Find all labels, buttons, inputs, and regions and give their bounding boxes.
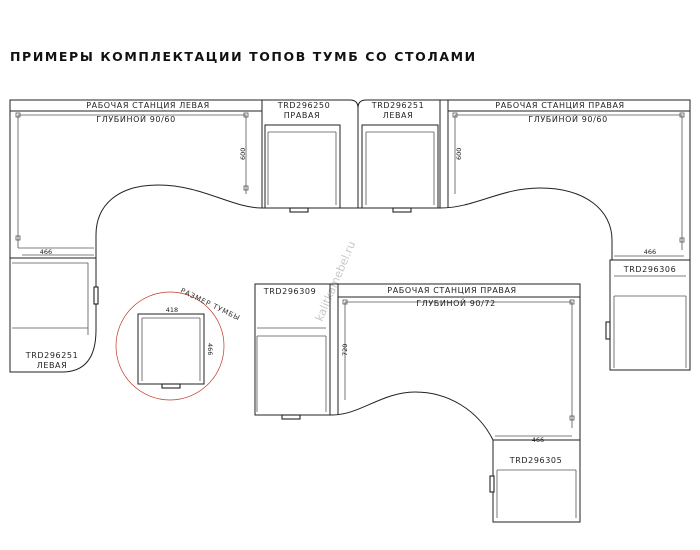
set3-bottom-cabinet (492, 439, 581, 523)
set3-station-label: РАБОЧАЯ СТАНЦИЯ ПРАВАЯ (387, 286, 516, 295)
set2-dim-466: 466 (644, 248, 656, 256)
set1-dim-600: 600 (239, 148, 247, 160)
detail-cabinet (137, 313, 205, 385)
set1-bottom-cabinet (9, 257, 97, 373)
set1-depth-label: ГЛУБИНОЙ 90/60 (96, 113, 176, 124)
page-title: ПРИМЕРЫ КОМПЛЕКТАЦИИ ТОПОВ ТУМБ СО СТОЛА… (10, 49, 477, 64)
set3-bottom-code: TRD296305 (509, 456, 563, 465)
cabinet-size-detail: 418 466 РАЗМЕР ТУМБЫ (115, 287, 242, 401)
watermark: kalitkamebel.ru (313, 239, 358, 323)
set2-bottom-code: TRD296306 (623, 265, 677, 274)
set3-right-station: РАБОЧАЯ СТАНЦИЯ ПРАВАЯ ГЛУБИНОЙ 90/72 72… (254, 283, 581, 523)
set1-dim-466: 466 (40, 248, 52, 256)
set3-depth-label: ГЛУБИНОЙ 90/72 (416, 297, 496, 308)
set1-desk-outline (9, 99, 359, 259)
set1-left-station: РАБОЧАЯ СТАНЦИЯ ЛЕВАЯ ГЛУБИНОЙ 90/60 600… (9, 99, 359, 373)
set2-station-label: РАБОЧАЯ СТАНЦИЯ ПРАВАЯ (495, 101, 624, 110)
set1-bottom-side: ЛЕВАЯ (37, 361, 68, 370)
set1-top-right-cabinet (264, 124, 341, 209)
set3-desk-outline (254, 283, 581, 441)
detail-depth: 466 (206, 343, 214, 355)
detail-label: РАЗМЕР ТУМБЫ (179, 287, 241, 323)
detail-width: 418 (166, 306, 178, 314)
set3-dim-720: 720 (341, 344, 349, 356)
set2-top-left-cabinet (361, 124, 439, 209)
set2-dim-600: 600 (455, 148, 463, 160)
set3-left-code: TRD296309 (263, 287, 317, 296)
set2-depth-label: ГЛУБИНОЙ 90/60 (528, 113, 608, 124)
set2-right-station: РАБОЧАЯ СТАНЦИЯ ПРАВАЯ ГЛУБИНОЙ 90/60 60… (357, 99, 691, 371)
detail-circle (115, 291, 225, 401)
set1-top-right-side: ПРАВАЯ (284, 111, 320, 120)
set2-bottom-cabinet (609, 259, 691, 371)
set2-top-left-code: TRD296251 (371, 101, 425, 110)
set1-top-right-code: TRD296250 (277, 101, 331, 110)
set2-desk-outline (357, 99, 691, 261)
set1-station-label: РАБОЧАЯ СТАНЦИЯ ЛЕВАЯ (86, 101, 210, 110)
set1-bottom-code: TRD296251 (25, 351, 79, 360)
set2-top-left-side: ЛЕВАЯ (383, 111, 414, 120)
